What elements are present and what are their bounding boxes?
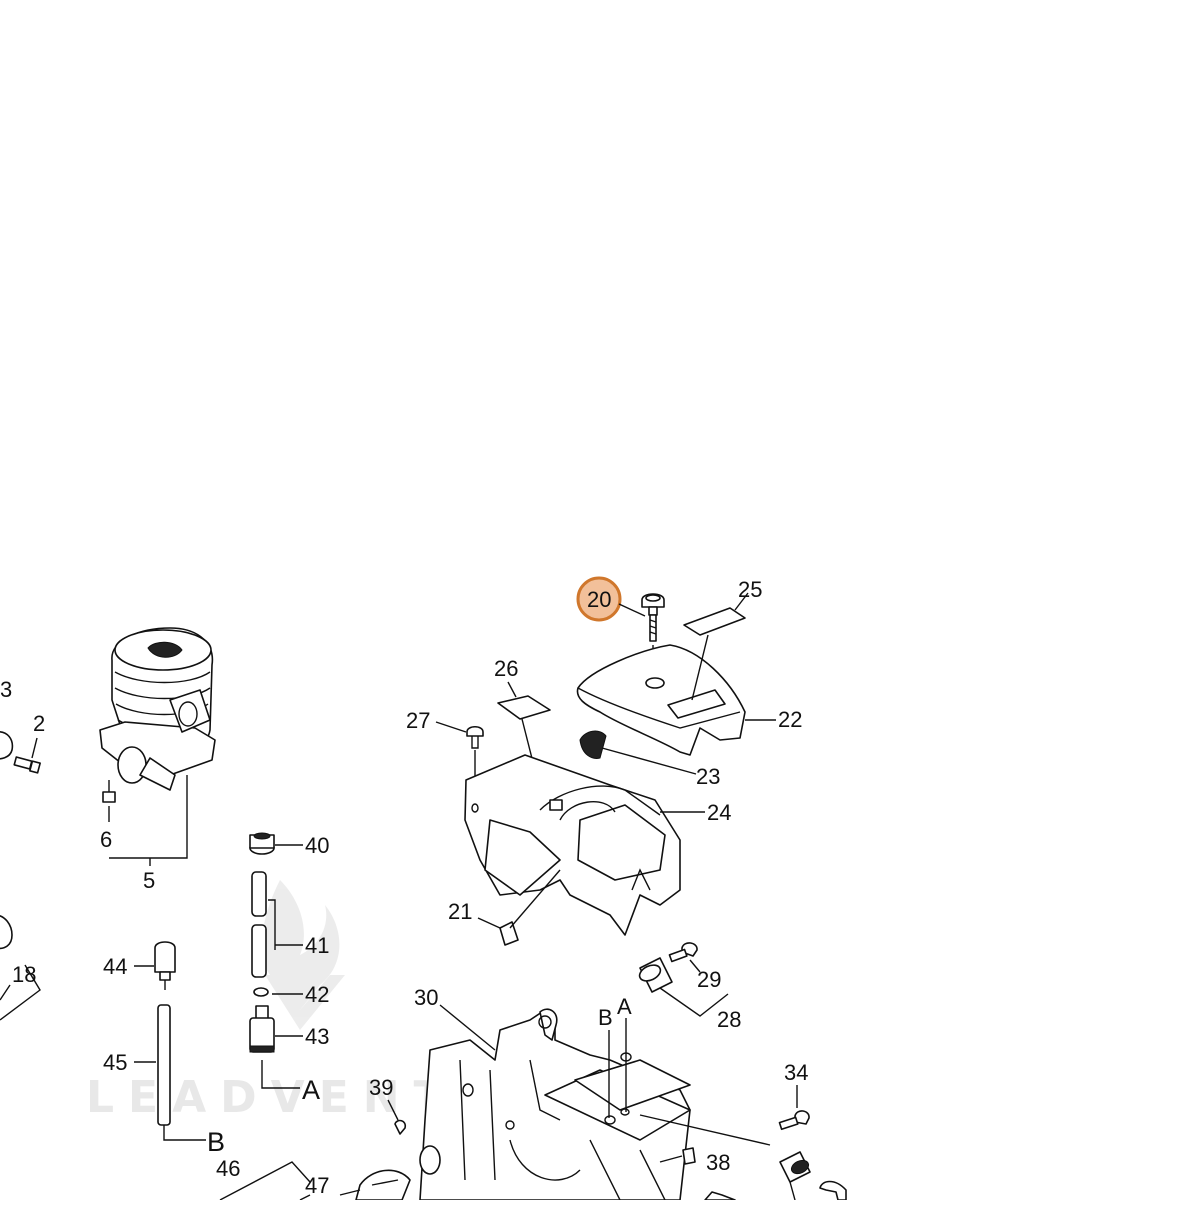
- label-5: 5: [143, 868, 155, 893]
- ref-a-right: A: [617, 994, 632, 1019]
- screw-part-39: [394, 1119, 407, 1135]
- spring-part-41b: [251, 924, 267, 978]
- label-44: 44: [103, 954, 127, 979]
- label-39: 39: [369, 1075, 393, 1100]
- clip-part-36: [819, 1180, 847, 1201]
- highlight-circle[interactable]: [576, 576, 622, 622]
- label-18: 18: [12, 962, 36, 987]
- cylinder-assembly: [99, 627, 216, 791]
- rod-part-45: [157, 1004, 171, 1126]
- label-24: 24: [707, 800, 731, 825]
- bushing-part-28: [638, 957, 673, 993]
- label-29: 29: [697, 967, 721, 992]
- label-46: 46: [216, 1156, 240, 1181]
- bushing-part-35: [779, 1151, 811, 1183]
- label-plate-part-21: [499, 921, 519, 946]
- grommet-part-23: [579, 730, 607, 759]
- spring-part-41a: [251, 871, 267, 917]
- ref-b-right: B: [598, 1005, 613, 1030]
- part-43: [249, 1005, 275, 1053]
- label-plate-part-38: [682, 1147, 696, 1165]
- label-26: 26: [494, 656, 518, 681]
- label-43: 43: [305, 1024, 329, 1049]
- ring-part-3: [0, 731, 14, 760]
- label-2: 2: [33, 711, 45, 736]
- grommet-part-40: [249, 832, 275, 855]
- label-6: 6: [100, 827, 112, 852]
- top-cover-part-22: [576, 644, 746, 756]
- label-42: 42: [305, 982, 329, 1007]
- washer-part-42: [253, 987, 269, 997]
- label-23: 23: [696, 764, 720, 789]
- bolt-part-6: [102, 780, 116, 803]
- label-38: 38: [706, 1150, 730, 1175]
- screw-part-2: [13, 756, 41, 774]
- label-28: 28: [717, 1007, 741, 1032]
- label-40: 40: [305, 833, 329, 858]
- label-plate-part-26: [497, 695, 551, 720]
- screw-part-29: [668, 942, 698, 963]
- label-34: 34: [784, 1060, 808, 1085]
- label-27: 27: [406, 708, 430, 733]
- screw-part-34: [778, 1110, 810, 1131]
- label-41: 41: [305, 933, 329, 958]
- part-18: [0, 915, 13, 950]
- knob-screw-part-20: [641, 593, 665, 642]
- label-30: 30: [414, 985, 438, 1010]
- cylinder-cover-part-24: [464, 754, 681, 936]
- label-20[interactable]: 20: [587, 587, 611, 612]
- label-25: 25: [738, 577, 762, 602]
- screw-part-27: [466, 725, 484, 749]
- label-45: 45: [103, 1050, 127, 1075]
- label-47: 47: [305, 1173, 329, 1198]
- part-48: [355, 1169, 411, 1201]
- label-3: 3: [0, 677, 12, 702]
- crankcase-part-30: [419, 1008, 691, 1201]
- highlight-badge-20[interactable]: 20: [576, 576, 622, 622]
- label-21: 21: [448, 899, 472, 924]
- label-22: 22: [778, 707, 802, 732]
- ref-a-left: A: [302, 1075, 320, 1105]
- bracket-5: [109, 775, 188, 859]
- ref-b-left: B: [207, 1127, 225, 1157]
- label-plate-part-25: [683, 607, 746, 636]
- part-44: [154, 941, 176, 990]
